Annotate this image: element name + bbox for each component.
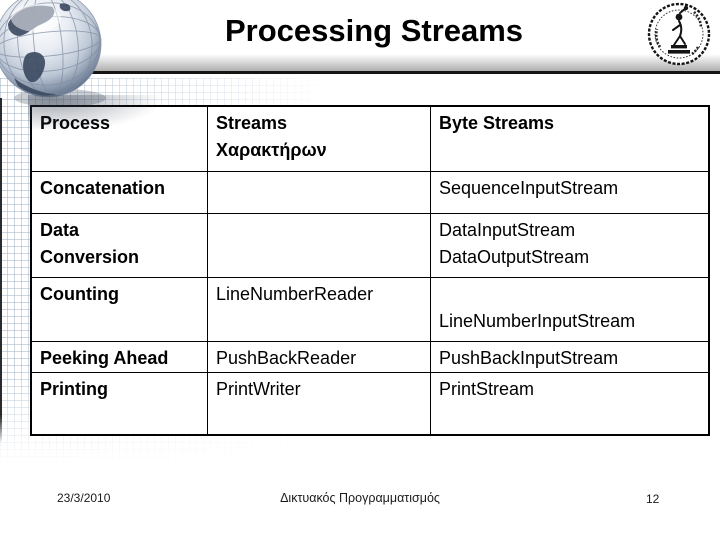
- cell-char-data-conversion: [208, 214, 431, 278]
- cell-byte-printing: PrintStream: [439, 379, 535, 399]
- cell-process-counting: Counting: [32, 278, 208, 342]
- table-header-char-streams: Streams Χαρακτήρων: [208, 107, 431, 172]
- footer-date: 23/3/2010: [57, 491, 111, 505]
- cell-byte-concatenation: SequenceInputStream: [431, 172, 708, 214]
- streams-table: Process Streams Χαρακτήρων Byte Streams …: [30, 105, 710, 436]
- cell-byte-counting: LineNumberInputStream (Deprecated): [431, 278, 708, 342]
- header-divider-line: [92, 71, 720, 74]
- cell-process-concatenation: Concatenation: [32, 172, 208, 214]
- table-header-byte-streams: Byte Streams: [431, 107, 708, 172]
- university-seal-icon: [647, 2, 711, 66]
- globe-icon: [0, 0, 106, 107]
- cell-char-peeking-ahead: PushBackReader: [208, 342, 431, 373]
- cell-byte-data-conversion: DataInputStream DataOutputStream: [431, 214, 708, 278]
- slide-header: Processing Streams: [0, 0, 720, 78]
- left-edge-rule: [0, 98, 2, 443]
- cell-char-printing: PrintWriter: [208, 373, 431, 434]
- footer-page-number: 12: [646, 492, 660, 506]
- byte-counting-class: LineNumberInputStream: [439, 311, 636, 331]
- cell-byte-peeking-ahead: PushBackInputStream: [431, 342, 708, 373]
- table-header-process: Process: [32, 107, 208, 172]
- cell-process-data-conversion: Data Conversion: [32, 214, 208, 278]
- header-shadow-gradient: [92, 54, 720, 71]
- cell-process-peeking-ahead: Peeking Ahead: [32, 342, 208, 373]
- footer-course-name: Δικτυακός Προγραμματισμός: [280, 491, 440, 505]
- cell-char-concatenation: [208, 172, 431, 214]
- slide-title: Processing Streams: [224, 13, 524, 48]
- cell-process-printing: Printing: [32, 373, 208, 434]
- cell-char-counting: LineNumberReader: [208, 278, 431, 342]
